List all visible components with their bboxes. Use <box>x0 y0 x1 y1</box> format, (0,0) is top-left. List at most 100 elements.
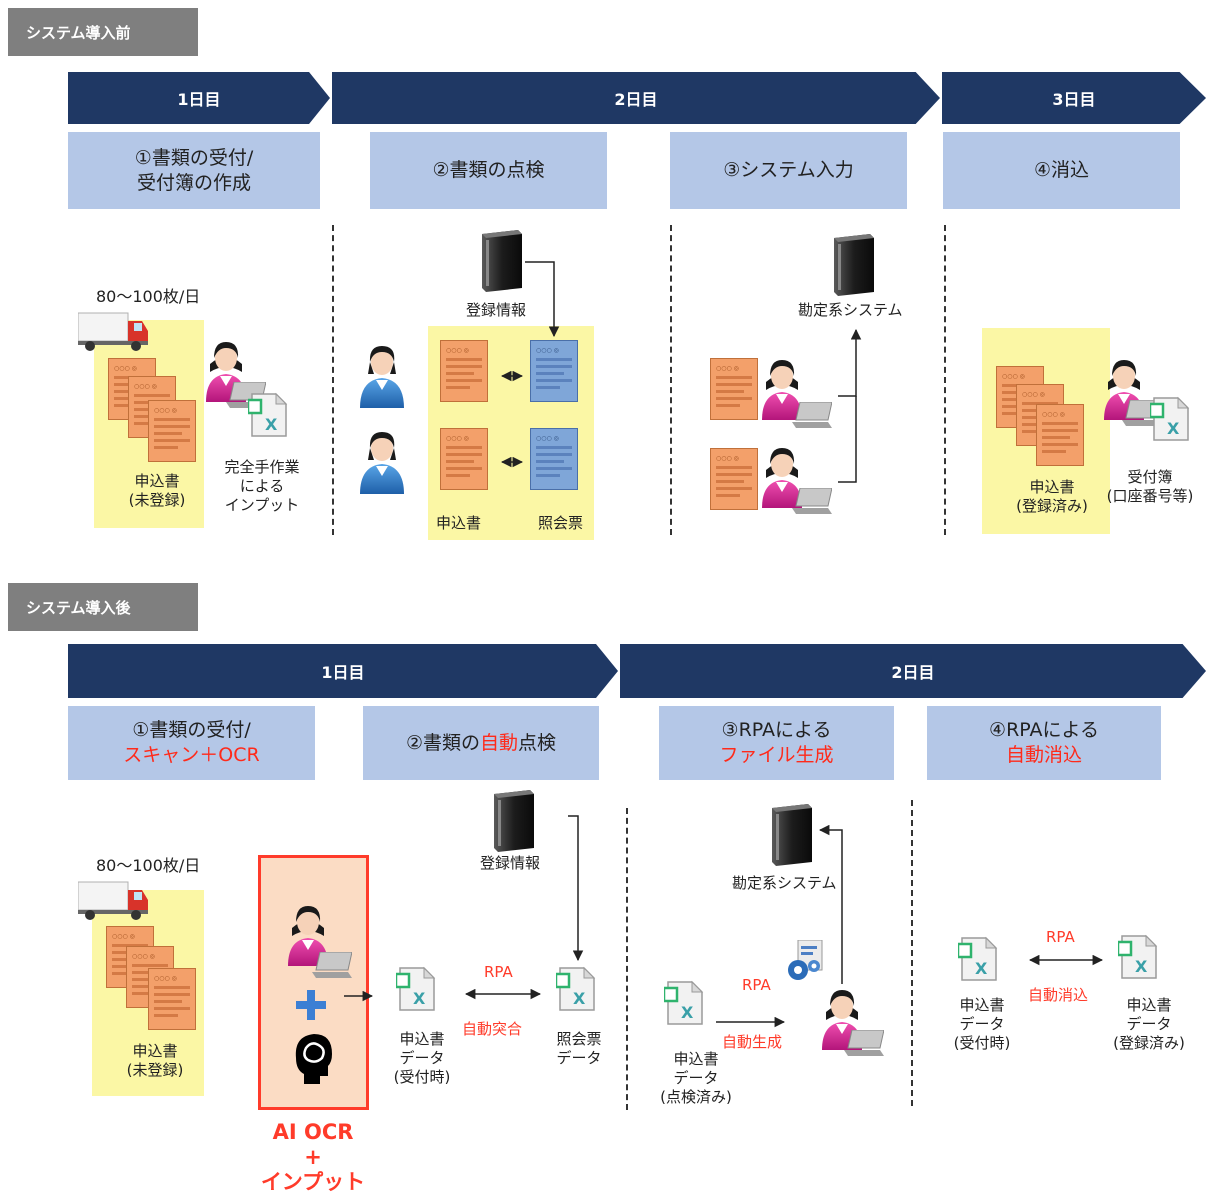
day-label: 2日目 <box>891 663 935 682</box>
step-text: ③システム入力 <box>723 159 854 181</box>
d4-left-line: 申込書 <box>959 996 1005 1014</box>
registered-form-line: 申込書 <box>1029 478 1075 496</box>
divider <box>944 225 946 535</box>
arrow-connector <box>838 328 862 397</box>
reg-info-label: 登録情報 <box>466 301 527 319</box>
registered-form-line: (登録済み) <box>1016 497 1088 515</box>
step-text-highlight: スキャン＋OCR <box>123 744 260 766</box>
excel-file-icon <box>664 980 704 1026</box>
section-label-before: システム導入前 <box>8 8 198 56</box>
reference-slip-icon <box>530 340 578 402</box>
server-icon <box>826 234 876 296</box>
day-banner-1: 1日目 <box>68 72 330 124</box>
excel-file-icon <box>1150 396 1190 442</box>
rpa-label: RPA <box>1046 928 1075 946</box>
form-icon <box>148 968 196 1030</box>
ref-data-line: データ <box>556 1049 602 1067</box>
step-text: ④RPAによる <box>989 719 1099 741</box>
d4-right-line: データ <box>1126 1015 1172 1033</box>
form-icon <box>440 340 488 402</box>
ai-ocr-caption-line: + <box>304 1145 322 1169</box>
checked-data-line: 申込書 <box>673 1050 719 1068</box>
d4-left-line: (受付時) <box>953 1034 1011 1052</box>
manual-input-line: 完全手作業 <box>224 458 300 476</box>
blue-person-icon <box>352 338 412 408</box>
form-icon <box>440 428 488 490</box>
day-banner-2: 2日目 <box>332 72 940 124</box>
arrow-connector <box>568 815 584 962</box>
excel-file-icon <box>958 936 998 982</box>
d4-right-line: 申込書 <box>1126 996 1172 1014</box>
ledger-line: (口座番号等) <box>1106 487 1194 505</box>
step-text-highlight: 自動消込 <box>1005 744 1082 766</box>
step-box-1: ①書類の受付/ 受付簿の作成 <box>68 132 320 209</box>
day-banner-3: 3日目 <box>942 72 1206 124</box>
rpa-label: RPA <box>742 976 771 994</box>
step-text: ③RPAによる <box>721 719 832 741</box>
form-icon <box>710 448 758 510</box>
step-text: ①書類の受付/ <box>134 146 254 169</box>
section-label-before-text: システム導入前 <box>26 23 131 42</box>
excel-file-icon <box>396 966 436 1012</box>
step-box-2: ②書類の点検 <box>370 132 607 209</box>
step-text-highlight: ファイル生成 <box>719 744 834 766</box>
step-box-1: ①書類の受付/ スキャン＋OCR <box>68 706 315 780</box>
step-text: ①書類の受付/ <box>132 719 251 741</box>
ref-data-label: 照会票 データ <box>548 1030 610 1068</box>
form-label: 申込書 (未登録) <box>120 1042 190 1080</box>
d4-left-label: 申込書 データ (受付時) <box>944 996 1020 1053</box>
day-label: 3日目 <box>1052 90 1096 109</box>
manual-input-line: インプット <box>224 496 300 514</box>
laptop-icon <box>844 1030 884 1056</box>
divider <box>911 800 913 1106</box>
registered-form-label: 申込書 (登録済み) <box>1002 478 1102 516</box>
laptop-icon <box>792 488 832 514</box>
ai-ocr-caption-line: AI OCR <box>272 1120 354 1144</box>
ledger-line: 受付簿 <box>1127 468 1173 486</box>
form-label-line: (未登録) <box>126 1061 184 1079</box>
d4-left-line: データ <box>959 1015 1005 1033</box>
form-icon <box>710 358 758 420</box>
form-label-line: 申込書 <box>132 1042 178 1060</box>
truck-icon <box>78 880 150 920</box>
step-box-4: ④消込 <box>943 132 1180 209</box>
data-recv-line: データ <box>399 1049 445 1067</box>
volume-label: 80～100枚/日 <box>96 856 201 875</box>
server-icon <box>486 790 536 852</box>
data-recv-line: (受付時) <box>393 1068 451 1086</box>
data-recv-label: 申込書 データ (受付時) <box>384 1030 460 1087</box>
ref-slip-label: 照会票 <box>538 514 584 532</box>
blue-person-icon <box>352 424 412 494</box>
arrow-connector <box>838 396 857 483</box>
step-text: 受付簿の作成 <box>136 171 251 194</box>
core-system-label: 勘定系システム <box>732 874 837 892</box>
step-box-4: ④RPAによる 自動消込 <box>927 706 1161 780</box>
app-form-label: 申込書 <box>436 514 482 532</box>
day-label: 2日目 <box>614 90 658 109</box>
d4-right-line: (登録済み) <box>1113 1034 1185 1052</box>
excel-file-icon <box>248 392 288 438</box>
checked-data-line: データ <box>673 1069 719 1087</box>
step-box-3: ③システム入力 <box>670 132 907 209</box>
excel-file-icon <box>1118 934 1158 980</box>
step-box-3: ③RPAによる ファイル生成 <box>659 706 894 780</box>
ai-head-icon <box>286 1030 336 1086</box>
volume-label: 80～100枚/日 <box>96 287 201 306</box>
d4-right-label: 申込書 データ (登録済み) <box>1104 996 1194 1053</box>
ai-ocr-caption-line: インプット <box>260 1170 366 1194</box>
manual-input-line: による <box>239 477 285 495</box>
step-text: ②書類の <box>405 731 480 754</box>
form-icon <box>1036 404 1084 466</box>
divider <box>332 225 334 535</box>
truck-icon <box>78 311 150 351</box>
divider <box>626 808 628 1110</box>
ref-data-line: 照会票 <box>556 1030 602 1048</box>
day-label: 1日目 <box>177 90 221 109</box>
form-label-line: (未登録) <box>128 491 186 509</box>
auto-gen-label: 自動生成 <box>722 1033 783 1051</box>
reg-info-label: 登録情報 <box>480 854 541 872</box>
section-label-after: システム導入後 <box>8 583 198 631</box>
step-text-highlight: 自動 <box>480 731 519 754</box>
auto-match-label: 自動突合 <box>462 1020 523 1038</box>
rpa-label: RPA <box>484 963 513 981</box>
